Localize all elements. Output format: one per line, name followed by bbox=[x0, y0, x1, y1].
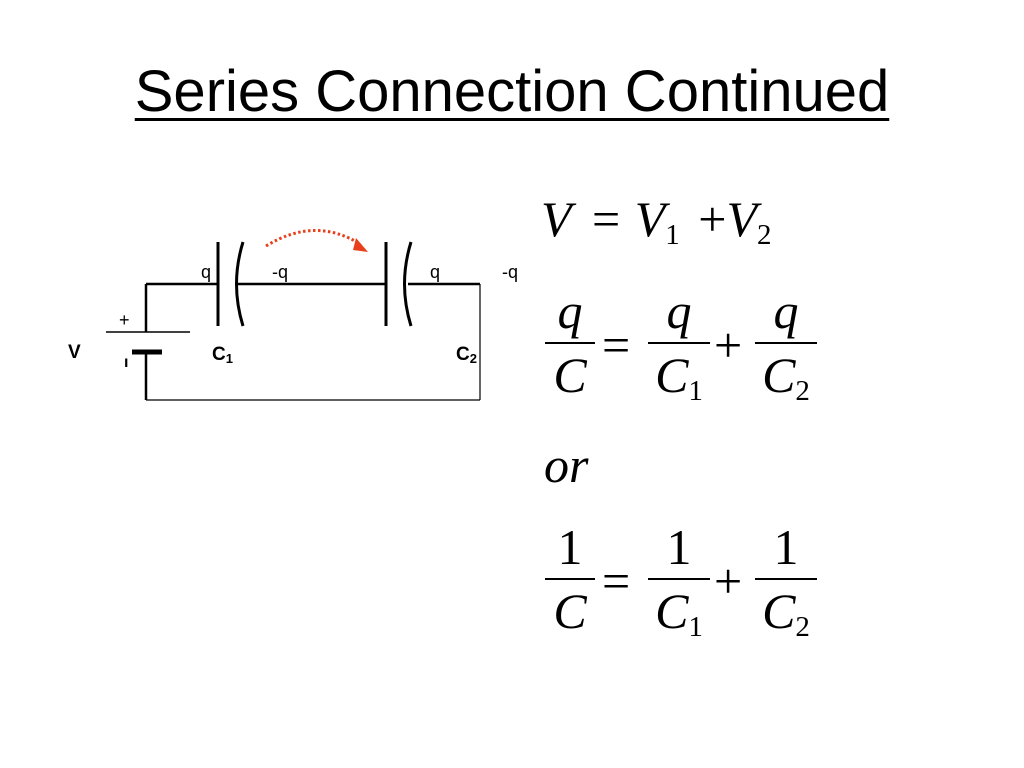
capacitor-c1-plate-curved bbox=[235, 241, 245, 327]
capacitor-c2-label: C2 bbox=[456, 344, 477, 366]
arrowhead-icon bbox=[353, 238, 368, 252]
charge-label-c2-right: -q bbox=[502, 262, 519, 282]
eq1-equals: = bbox=[592, 191, 621, 247]
eq1-term2: V bbox=[726, 191, 758, 247]
charge-label-c1-right: -q bbox=[272, 262, 289, 282]
charge-label-c1-left: q bbox=[201, 262, 212, 282]
eq1-term1: V bbox=[634, 191, 666, 247]
battery-plus-sign: + bbox=[119, 310, 130, 330]
capacitor-c1-label: C1 bbox=[212, 344, 233, 366]
eq1-plus: + bbox=[698, 191, 727, 247]
series-circuit-diagram bbox=[106, 229, 481, 401]
charge-label-c2-left: q bbox=[430, 262, 441, 282]
battery-minus-sign: ı bbox=[124, 354, 129, 371]
equation-voltage-sum: V = V1 +V2 bbox=[541, 191, 772, 251]
capacitor-c2-plate-curved bbox=[403, 241, 413, 327]
eq1-lhs: V bbox=[541, 191, 572, 247]
charge-transfer-arrow bbox=[265, 229, 361, 248]
or-word: or bbox=[544, 437, 589, 493]
slide-title: Series Connection Continued bbox=[134, 59, 890, 124]
source-label: V bbox=[68, 342, 81, 363]
